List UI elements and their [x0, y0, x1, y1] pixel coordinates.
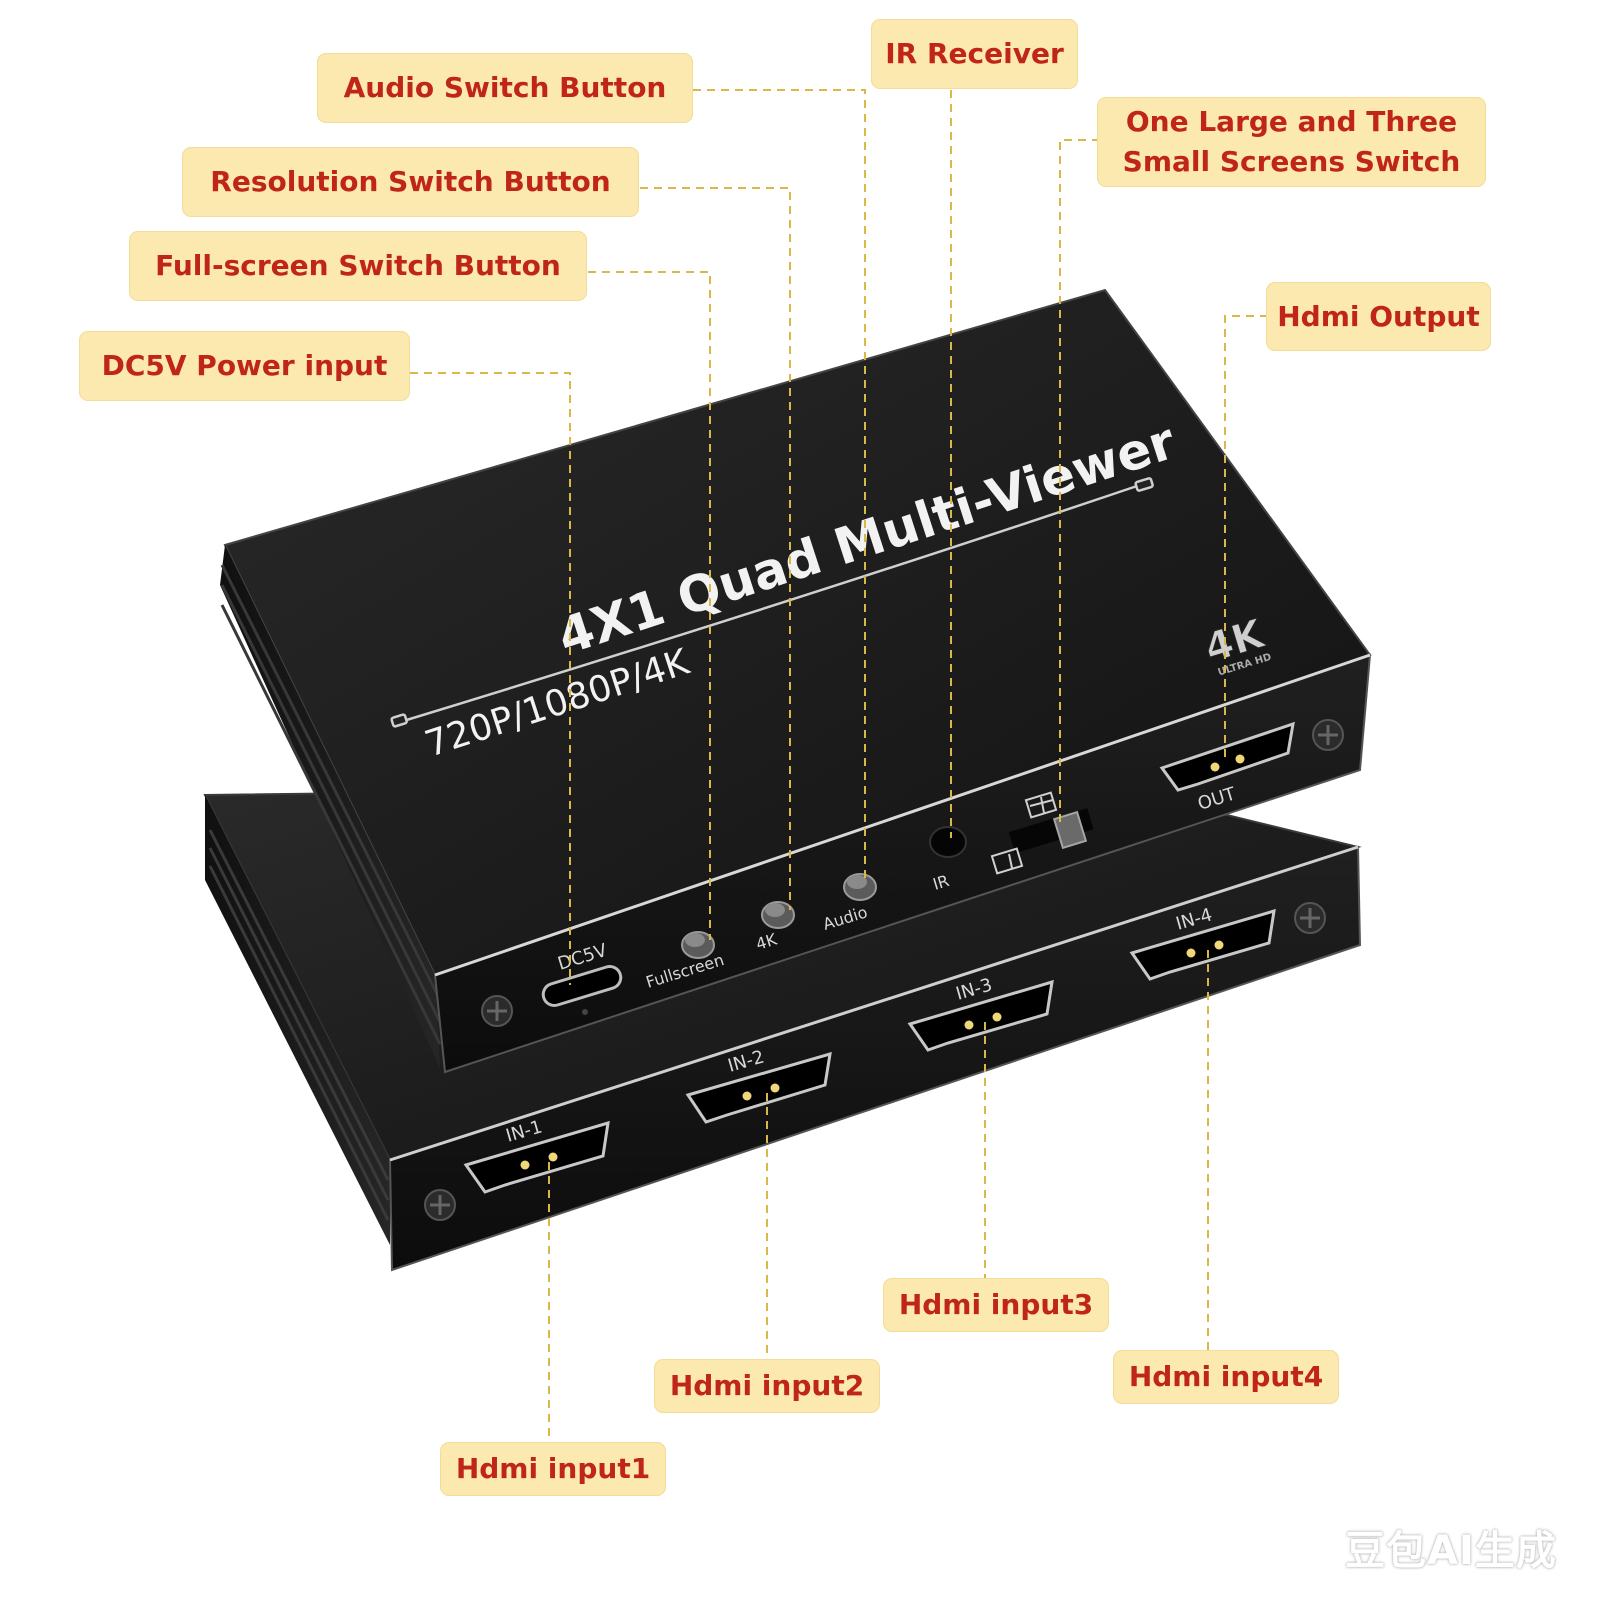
leader-lines — [410, 89, 1268, 1443]
top-device-edge-highlight — [434, 653, 1371, 977]
callout-hdmi-input4: Hdmi input4 — [1114, 1351, 1338, 1403]
watermark-text: 豆包AI生成 — [1345, 1528, 1557, 1574]
callout-resolution-switch-button: Resolution Switch Button — [183, 148, 638, 216]
layout-switch[interactable] — [990, 791, 1094, 875]
callout-hdmi-input3: Hdmi input3 — [884, 1279, 1108, 1331]
callout-audio-switch-button: Audio Switch Button — [318, 54, 692, 122]
callout-hdmi-output: Hdmi Output — [1267, 283, 1490, 350]
top-device: 4X1 Quad Multi-Viewer 720P/1080P/4K 4K U… — [220, 288, 1372, 1074]
top-screw-left — [481, 995, 513, 1027]
leader-layout-switch — [1059, 139, 1100, 825]
hdmi-port-in4: IN-4 — [1129, 904, 1276, 981]
bottom-device-fins — [208, 829, 390, 1221]
top-device-left-side — [220, 545, 440, 1068]
callout-hdmi-input2: Hdmi input2 — [655, 1360, 879, 1412]
top-screw-right — [1312, 719, 1344, 751]
bottom-screw-right — [1294, 902, 1326, 934]
label-ir: IR — [931, 871, 952, 894]
top-device-fins — [220, 564, 442, 1045]
one-large-three-small-icon — [990, 847, 1024, 875]
leader-audio — [693, 89, 866, 880]
callout-fullscreen-switch-button: Full-screen Switch Button — [130, 232, 586, 300]
callout-one-large-three-small-switch: One Large and Three Small Screens Switch — [1098, 98, 1485, 186]
leader-resolution — [640, 187, 791, 910]
callout-dc5v-power-input: DC5V Power input — [80, 332, 409, 400]
decorative-cable — [390, 477, 1154, 728]
hdmi-port-in3: IN-3 — [907, 974, 1054, 1052]
callout-hdmi-input1: Hdmi input1 — [441, 1443, 665, 1495]
leader-hdmi-output — [1224, 315, 1268, 762]
bottom-screw-left — [424, 1189, 456, 1221]
callout-ir-receiver: IR Receiver — [872, 20, 1077, 88]
hdmi-port-in2: IN-2 — [685, 1046, 832, 1124]
ir-receiver-window: IR — [929, 826, 967, 894]
bottom-device-edge-highlight — [389, 845, 1359, 1162]
quad-layout-icon — [1024, 791, 1058, 819]
leader-power — [410, 372, 571, 985]
leader-fullscreen — [588, 271, 711, 940]
